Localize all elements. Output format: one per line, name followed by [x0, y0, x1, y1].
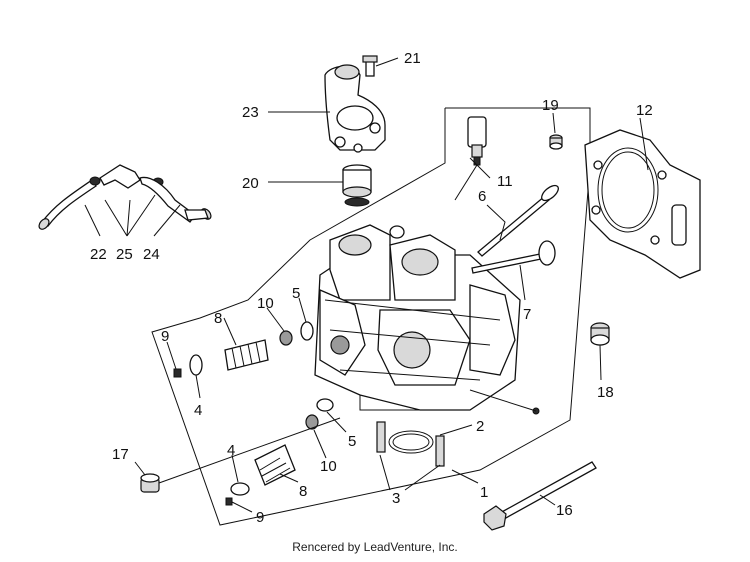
dowel-pins: [376, 421, 445, 467]
callout-17: 17: [112, 446, 129, 463]
callout-3: 3: [392, 490, 400, 507]
callout-4-lower: 4: [227, 442, 235, 459]
callout-2: 2: [476, 418, 484, 435]
callout-10-upper: 10: [257, 295, 274, 312]
callout-16: 16: [556, 502, 573, 519]
spring-retainer-lower: [230, 482, 250, 496]
callout-8-upper: 8: [214, 310, 222, 327]
callout-labels: 21 23 20 19 12 11 6 7 18 2 1 3 16 17 22 …: [90, 50, 653, 526]
leader-lines: [84, 57, 649, 513]
spring-seat-upper: [300, 321, 314, 341]
thermostat: [342, 164, 372, 207]
dowel-sleeve-19: [549, 134, 563, 150]
callout-10-lower: 10: [320, 458, 337, 475]
callout-9-lower: 9: [256, 509, 264, 526]
callout-6: 6: [478, 188, 486, 205]
o-ring: [388, 430, 434, 454]
callout-9-upper: 9: [161, 328, 169, 345]
callout-23: 23: [242, 104, 259, 121]
callout-4-upper: 4: [194, 402, 202, 419]
callout-1: 1: [480, 484, 488, 501]
footer-credit: Rencered by LeadVenture, Inc.: [292, 540, 458, 554]
valve-spring-lower: [254, 444, 296, 486]
callout-18: 18: [597, 384, 614, 401]
head-bolt: [483, 461, 597, 531]
valve-stem-seal-lower: [305, 414, 319, 430]
spring-seat-lower: [316, 398, 334, 412]
valve-spring-upper: [224, 339, 269, 371]
callout-20: 20: [242, 175, 259, 192]
head-gasket: [584, 129, 701, 279]
spring-retainer-upper: [189, 354, 203, 376]
callout-24: 24: [143, 246, 160, 263]
intake-valve: [471, 240, 556, 274]
cylinder-head: [314, 224, 540, 415]
valve-key-lower: [225, 497, 233, 506]
callout-5-upper: 5: [292, 285, 300, 302]
callout-25: 25: [116, 246, 133, 263]
callout-19: 19: [542, 97, 559, 114]
valve-stem-seal-upper: [279, 330, 293, 346]
callout-11: 11: [497, 173, 513, 190]
coolant-hose-assembly: [38, 164, 212, 230]
dowel-sleeve-18: [590, 322, 610, 346]
callout-8-lower: 8: [299, 483, 307, 500]
bolt: [362, 55, 378, 77]
callout-22: 22: [90, 246, 107, 263]
upper-valve-spring-set: [173, 321, 314, 378]
callout-5-lower: 5: [348, 433, 356, 450]
callout-21: 21: [404, 50, 421, 67]
callout-7: 7: [523, 306, 531, 323]
thermostat-housing: [324, 64, 386, 153]
callout-12: 12: [636, 102, 653, 119]
valve-key-upper: [173, 368, 182, 378]
exhaust-valve: [477, 184, 559, 257]
plug: [140, 417, 341, 493]
lower-valve-spring-set: [225, 398, 334, 506]
